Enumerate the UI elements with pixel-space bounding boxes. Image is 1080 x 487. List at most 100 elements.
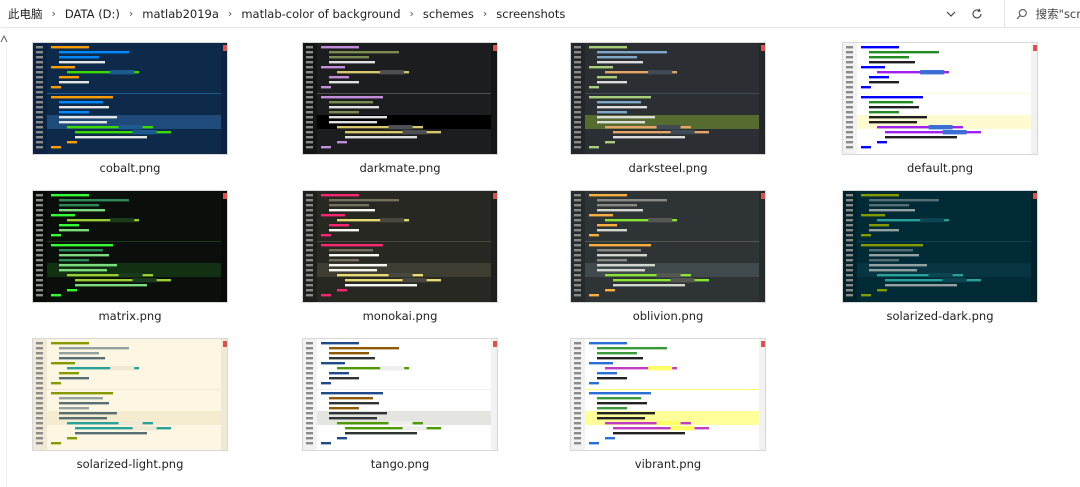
preview-code-line <box>589 294 599 297</box>
preview-code-line <box>329 254 379 257</box>
preview-line-number <box>36 126 43 129</box>
preview-code-line <box>597 121 645 124</box>
preview-line-number <box>36 116 43 119</box>
preview-code-line <box>597 76 617 79</box>
preview-code-line <box>597 106 647 109</box>
refresh-button[interactable] <box>964 3 990 25</box>
preview-highlight-band <box>857 115 1031 129</box>
preview-code-line <box>869 101 913 104</box>
preview-scrollbar <box>759 43 765 154</box>
breadcrumb-data-drive[interactable]: DATA (D:) <box>64 6 120 21</box>
preview-code-line <box>337 126 423 129</box>
preview-line-number <box>306 342 313 345</box>
preview-line-number <box>846 81 853 84</box>
preview-line-number <box>846 136 853 139</box>
preview-code-line <box>59 61 105 64</box>
preview-line-number <box>574 382 581 385</box>
preview-line-number <box>36 427 43 430</box>
file-item[interactable]: monokai.png <box>288 176 498 323</box>
file-thumbnail <box>32 190 228 303</box>
file-item[interactable]: darkmate.png <box>288 28 498 175</box>
preview-code-line <box>59 204 99 207</box>
preview-code-line <box>613 131 709 134</box>
breadcrumb-matlab2019a[interactable]: matlab2019a <box>142 6 219 21</box>
preview-code-line <box>869 116 927 119</box>
breadcrumb-screenshots[interactable]: screenshots <box>496 6 566 21</box>
preview-code-line <box>605 274 691 277</box>
preview-line-number <box>846 289 853 292</box>
preview-code-line <box>75 432 147 435</box>
preview-code-line <box>337 437 347 440</box>
preview-line-number <box>36 342 43 345</box>
file-item[interactable]: solarized-light.png <box>18 324 228 471</box>
file-item[interactable]: default.png <box>828 28 1038 175</box>
file-name: solarized-light.png <box>76 457 184 471</box>
preview-code-line <box>869 56 909 59</box>
preview-line-number <box>36 209 43 212</box>
preview-error-marker <box>761 341 765 347</box>
preview-line-number <box>306 136 313 139</box>
preview-line-number <box>306 81 313 84</box>
chevron-right-icon[interactable]: › <box>51 7 56 20</box>
preview-code-line <box>329 357 375 360</box>
preview-code-line <box>597 417 645 420</box>
preview-line-number <box>36 352 43 355</box>
breadcrumb-schemes[interactable]: schemes <box>422 6 474 21</box>
preview-line-number <box>36 214 43 217</box>
preview-line-number <box>574 254 581 257</box>
preview-selection <box>402 130 427 135</box>
breadcrumb-this-pc[interactable]: 此电脑 <box>8 6 43 21</box>
collapse-arrow-icon[interactable] <box>0 34 8 44</box>
search-box[interactable]: 搜索"scr <box>1004 0 1080 27</box>
file-item[interactable]: oblivion.png <box>556 176 766 323</box>
preview-code-line <box>597 209 643 212</box>
preview-line-number <box>306 249 313 252</box>
file-item[interactable]: vibrant.png <box>556 324 766 471</box>
preview-code-line <box>885 284 957 287</box>
preview-line-number <box>846 91 853 94</box>
file-item[interactable]: darksteel.png <box>556 28 766 175</box>
preview-code-line <box>589 234 599 237</box>
preview-line-number <box>846 269 853 272</box>
preview-line-number <box>36 254 43 257</box>
file-item[interactable]: cobalt.png <box>18 28 228 175</box>
preview-code-line <box>329 352 369 355</box>
file-thumbnail <box>570 190 766 303</box>
file-item[interactable]: solarized-dark.png <box>828 176 1038 323</box>
preview-line-number <box>36 234 43 237</box>
preview-line-number <box>846 101 853 104</box>
history-dropdown-button[interactable] <box>938 3 964 25</box>
preview-line-number <box>846 86 853 89</box>
preview-code-line <box>869 254 919 257</box>
preview-line-number <box>306 367 313 370</box>
preview-code-line <box>597 397 641 400</box>
search-input[interactable]: 搜索"scr <box>1035 6 1080 21</box>
breadcrumb-matlab-color[interactable]: matlab-color of background <box>241 6 401 21</box>
preview-code-line <box>59 417 107 420</box>
preview-selection <box>110 70 135 75</box>
preview-code-line <box>329 397 373 400</box>
preview-line-number <box>574 214 581 217</box>
preview-code-line <box>337 422 423 425</box>
preview-line-number <box>306 111 313 114</box>
chevron-right-icon[interactable]: › <box>482 7 488 20</box>
preview-code-line <box>589 96 651 99</box>
preview-code-line <box>321 234 331 237</box>
preview-line-number <box>846 214 853 217</box>
file-item[interactable]: matrix.png <box>18 176 228 323</box>
preview-code-line <box>605 71 677 74</box>
chevron-right-icon[interactable]: › <box>128 7 134 20</box>
preview-line-number <box>306 51 313 54</box>
chevron-right-icon[interactable]: › <box>227 7 233 20</box>
preview-scrollbar <box>491 339 497 450</box>
preview-error-marker <box>1033 193 1037 199</box>
preview-code-line <box>329 402 379 405</box>
preview-line-number <box>36 437 43 440</box>
preview-line-number <box>36 357 43 360</box>
preview-line-number <box>306 116 313 119</box>
preview-highlight-band <box>585 411 759 425</box>
preview-code-line <box>345 279 441 282</box>
file-item[interactable]: tango.png <box>288 324 498 471</box>
chevron-right-icon[interactable]: › <box>409 7 414 20</box>
preview-line-number <box>574 259 581 262</box>
